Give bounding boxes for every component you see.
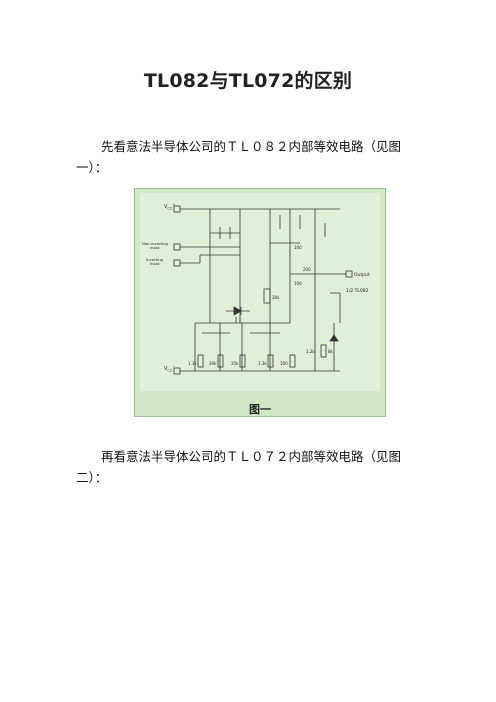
figure-caption: 图一	[249, 403, 271, 416]
r-35k-label: 35k	[231, 361, 239, 366]
r-1-3kb-label: 1.3k	[258, 361, 267, 366]
vcc-plus-label: VCC+	[164, 203, 175, 211]
output-label: Output	[354, 272, 370, 278]
r-100b-label: 100	[294, 281, 302, 286]
paragraph-tl082-intro: 先看意法半导体公司的ＴＬ０８２内部等效电路（见图一）：	[76, 136, 426, 178]
paragraph-2-text: 再看意法半导体公司的ＴＬ０７２内部等效电路（见图二）：	[76, 449, 402, 485]
paragraph-1-text: 先看意法半导体公司的ＴＬ０８２内部等效电路（见图一）：	[76, 139, 402, 175]
r-8k-label: 8k	[328, 349, 334, 354]
r-100a-label: 100	[294, 245, 302, 250]
vcc-minus-label: VCC−	[164, 365, 175, 373]
r-1-2k-label: 1.2k	[306, 349, 315, 354]
paragraph-tl072-intro: 再看意法半导体公司的ＴＬ０７２内部等效电路（见图二）：	[76, 446, 426, 488]
r-100c-label: 100	[280, 361, 288, 366]
r-1-3k-label: 1.3k	[188, 361, 197, 366]
r-30k-label: 30k	[272, 295, 280, 300]
r-200-label: 200	[303, 267, 311, 272]
document-title: TL082与TL072的区别	[143, 70, 353, 92]
r-30ka-label: 30k	[209, 361, 217, 366]
half-tl082-label: 1/2 TL082	[346, 288, 369, 294]
